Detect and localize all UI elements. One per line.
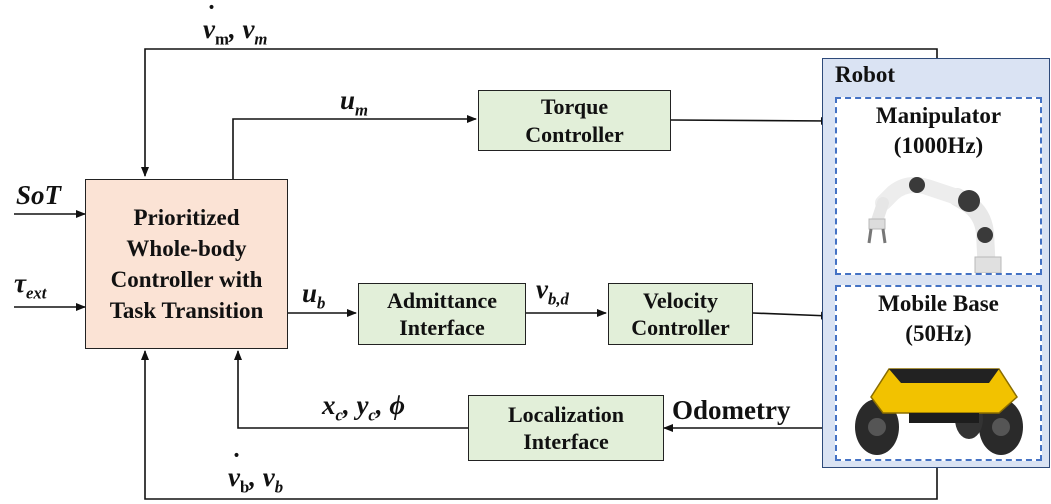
whole-body-controller-block: Prioritized Whole-body Controller with T…	[85, 179, 288, 349]
robot-title: Robot	[835, 62, 896, 87]
tau-symbol: τ	[14, 268, 26, 298]
tau-subscript: ext	[25, 283, 47, 303]
admittance-interface-block: Admittance Interface	[358, 283, 526, 345]
base-feedback-line	[141, 350, 938, 500]
manipulator-vel-subscript: m	[254, 29, 268, 49]
manipulator-state-label: v˙m, vm	[203, 0, 268, 49]
pose-y-symbol: y	[356, 390, 369, 420]
dot-accent: ˙	[232, 448, 241, 478]
pose-line	[234, 350, 468, 429]
odometry-label: Odometry	[672, 395, 791, 425]
vbd-label: vb,d	[536, 274, 569, 309]
localization-interface-block: Localization Interface	[468, 395, 664, 461]
pose-x-subscript: c	[335, 405, 343, 425]
vbd-subscript: b,d	[547, 289, 569, 309]
velocity-to-base-line	[752, 311, 831, 320]
robot-container: Robot Manipulator (1000Hz) Mobile Base (…	[822, 58, 1050, 468]
robot-arm-image	[867, 177, 1002, 273]
manipulator-vel-symbol: v	[242, 14, 255, 44]
ub-label: ub	[302, 278, 325, 313]
ub-symbol: u	[302, 278, 318, 308]
velocity-controller-block: Velocity Controller	[608, 283, 753, 345]
ub-subscript: b	[317, 293, 326, 313]
pose-x-symbol: x	[322, 390, 336, 420]
vbd-symbol: v	[536, 274, 548, 304]
manipulator-velocity-dot: v˙	[203, 0, 216, 44]
manipulator-label: Manipulator (1000Hz)	[875, 103, 1002, 158]
tau-ext-label: τext	[14, 268, 46, 303]
manipulator-acc-symbol: v	[203, 14, 215, 44]
um-subscript: m	[355, 100, 369, 120]
pose-y-subscript: c	[368, 405, 376, 425]
torque-to-manipulator-line	[670, 116, 831, 125]
pose-label: xc, yc, ϕ	[322, 390, 405, 425]
base-velocity-dot: v˙	[228, 448, 241, 492]
um-label: um	[340, 85, 368, 120]
base-state-label: v˙b, vb	[228, 448, 284, 497]
pose-phi-symbol: ϕ	[389, 390, 405, 420]
manipulator-acc-subscript: m	[214, 29, 229, 49]
base-vel-symbol: v	[262, 462, 275, 492]
base-acc-subscript: b	[239, 477, 250, 497]
base-vel-subscript: b	[274, 477, 284, 497]
um-symbol: u	[340, 85, 356, 115]
um-line	[232, 115, 477, 182]
manipulator-box: Manipulator (1000Hz)	[835, 97, 1042, 275]
dot-accent: ˙	[207, 0, 216, 30]
mobile-base-label: Mobile Base (50Hz)	[878, 291, 999, 346]
mobile-base-box: Mobile Base (50Hz)	[835, 285, 1042, 461]
sot-label: SoT	[16, 180, 62, 210]
base-acc-symbol: v	[228, 462, 240, 492]
torque-controller-block: Torque Controller	[478, 90, 671, 151]
mobile-base-image	[855, 368, 1023, 455]
